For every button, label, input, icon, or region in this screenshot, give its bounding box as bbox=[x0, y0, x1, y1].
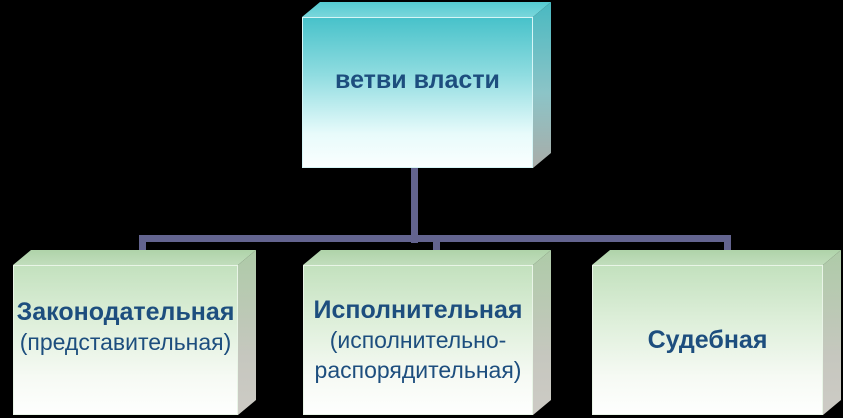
executive-box-subtitle: (исполнительно- распорядительная) bbox=[314, 327, 522, 383]
legislative-box-title: Законодательная bbox=[16, 298, 235, 326]
root-box-top-face bbox=[302, 2, 551, 17]
connector-stub-left bbox=[139, 240, 146, 253]
connector-horizontal-bar bbox=[139, 235, 731, 242]
root-box-right-face bbox=[533, 2, 551, 168]
executive-box-title: Исполнительная bbox=[313, 296, 523, 324]
judicial-box: Судебная bbox=[592, 265, 823, 415]
judicial-box-top-face bbox=[592, 250, 841, 265]
executive-box-top-face bbox=[303, 250, 551, 265]
root-box-label: ветви власти bbox=[335, 65, 500, 94]
connector-vertical-main bbox=[411, 167, 418, 243]
executive-box-right-face bbox=[533, 250, 551, 415]
legislative-box-right-face bbox=[238, 250, 256, 415]
legislative-box: Законодательная (представительная) bbox=[13, 265, 238, 415]
connector-stub-right bbox=[724, 240, 731, 253]
judicial-box-title: Судебная bbox=[647, 326, 768, 354]
root-box: ветви власти bbox=[302, 17, 533, 168]
legislative-box-top-face bbox=[13, 250, 256, 265]
judicial-box-right-face bbox=[823, 250, 841, 415]
executive-box: Исполнительная (исполнительно- распоряди… bbox=[303, 265, 533, 415]
legislative-box-subtitle: (представительная) bbox=[19, 329, 232, 355]
connector-stub-middle bbox=[433, 242, 440, 252]
